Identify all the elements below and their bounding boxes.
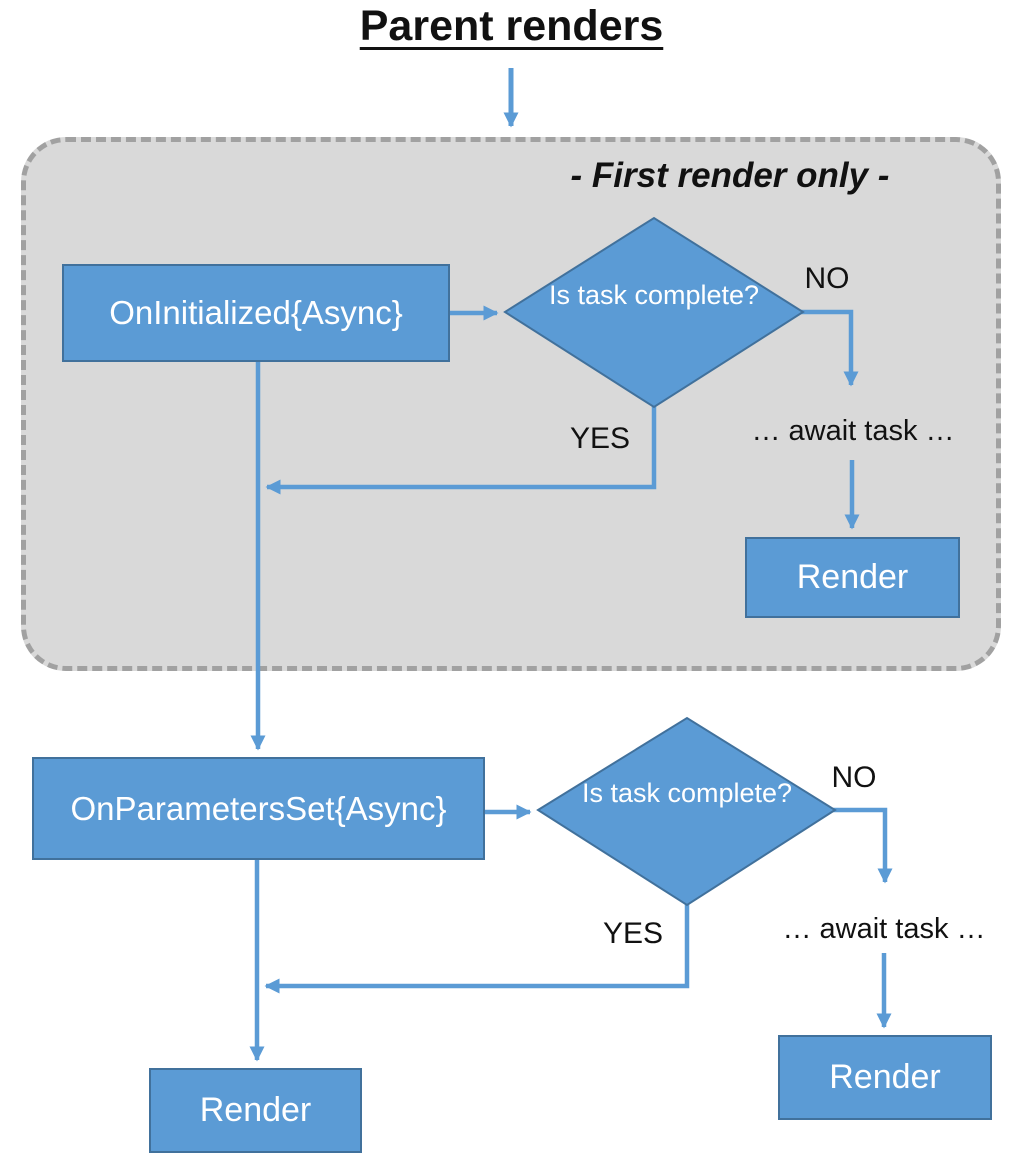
render2-label: Render <box>829 1058 941 1096</box>
page-title: Parent renders <box>359 2 664 50</box>
decision2-yes-label: YES <box>602 917 664 950</box>
render1-label: Render <box>796 558 909 596</box>
first-render-panel-label: - First render only - <box>570 156 890 195</box>
decision2-no-label: NO <box>831 761 877 794</box>
onparametersset-label: OnParametersSet{Async} <box>70 789 447 827</box>
decision2-label: Is task complete? <box>581 778 793 808</box>
render1-box: Render <box>745 537 960 618</box>
render3-label: Render <box>199 1091 312 1129</box>
render3-box: Render <box>149 1068 362 1153</box>
await-task1-label: … await task … <box>751 415 955 447</box>
decision2-diamond <box>536 716 837 907</box>
decision1-no-label: NO <box>804 262 850 295</box>
decision1-label: Is task complete? <box>548 280 760 310</box>
arrow-decision1-yes <box>265 405 657 495</box>
arrow-decision1-no <box>800 309 859 387</box>
arrow-decision2-yes <box>264 903 690 994</box>
onparametersset-box: OnParametersSet{Async} <box>32 757 485 860</box>
decision1-yes-label: YES <box>569 422 631 455</box>
decision1-diamond <box>503 216 805 409</box>
oninitialized-label: OnInitialized{Async} <box>109 294 403 331</box>
render2-box: Render <box>778 1035 992 1120</box>
oninitialized-box: OnInitialized{Async} <box>62 264 450 362</box>
arrow-decision2-no <box>833 807 893 884</box>
await-task2-label: … await task … <box>782 913 986 945</box>
